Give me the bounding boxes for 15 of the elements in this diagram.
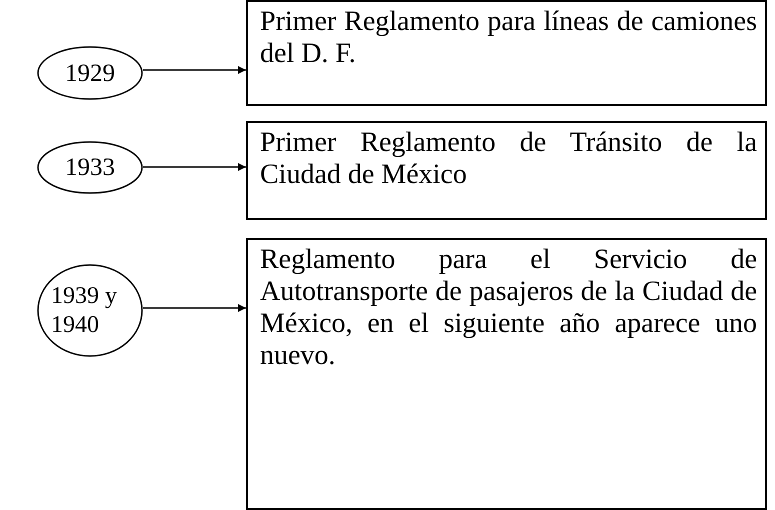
arrow	[143, 163, 246, 171]
year-label: 1929	[65, 58, 115, 88]
arrow	[143, 66, 246, 74]
event-box	[246, 121, 767, 220]
event-box	[246, 238, 767, 510]
year-ellipse	[37, 264, 143, 357]
year-ellipse	[37, 141, 143, 194]
event-description: Primer Reglamento para líneas de camiones del D. F.	[260, 6, 757, 70]
event-description: Primer Reglamento de Tránsito de la Ciudad de México	[260, 127, 757, 191]
year-ellipse	[37, 46, 143, 100]
event-box	[246, 0, 767, 106]
arrow	[143, 304, 246, 312]
year-label: 1939 y 1940	[51, 282, 118, 340]
event-description: Reglamento para el Servicio de Autotransporte de pasajeros de la Ciudad de México, en el siguiente año aparece uno nuevo.	[260, 244, 757, 372]
year-label: 1933	[65, 153, 115, 182]
